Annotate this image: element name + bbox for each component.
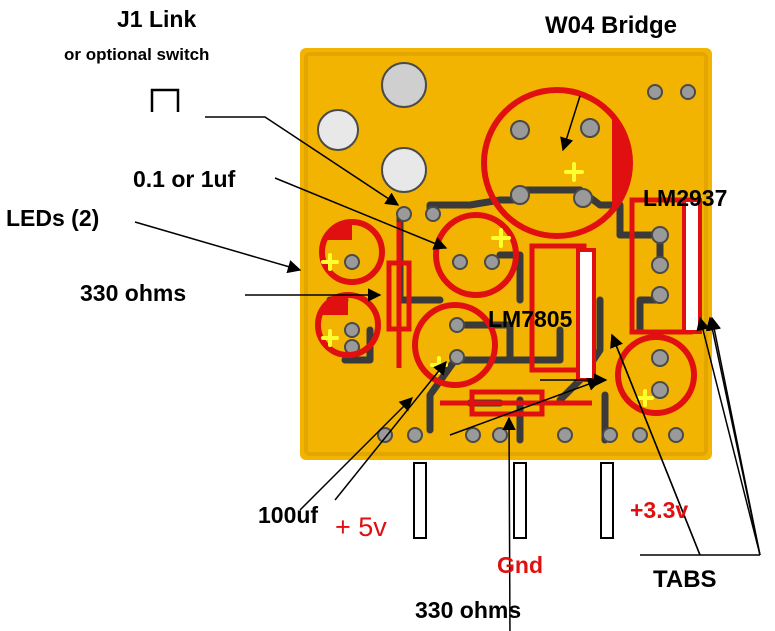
pcb-board-shade [304,52,708,456]
label-plus-3v3: +3.3v [630,497,689,523]
label-leds: LEDs (2) [6,205,100,231]
label-j1-sub: or optional switch [64,45,210,64]
resistor-top-outline [386,260,412,332]
pin-gnd [513,462,527,539]
pin-5v [413,462,427,539]
label-cap-small: 0.1 or 1uf [133,166,236,192]
label-resistor-top: 330 ohms [80,280,187,306]
lm7805-tab [576,248,596,382]
pin-3v3 [600,462,614,539]
cap-out-outline [615,334,697,416]
cap-100uf-outline [412,302,498,388]
lm2937-tab [682,198,702,334]
label-lm2937: LM2937 [643,185,728,211]
label-100uf: 100uf [258,502,319,528]
label-lm7805: LM7805 [488,306,573,332]
output-pins [413,462,614,539]
label-resistor-bottom: 330 ohms [415,597,522,623]
w04-bridge-outline [481,87,633,239]
label-w04-bridge: W04 Bridge [545,12,678,39]
label-gnd: Gnd [497,552,543,578]
label-j1-link: J1 Link [117,6,197,32]
component-outlines [315,87,702,417]
pcb-pads [317,62,696,443]
cap-small-outline [433,212,519,298]
j1-link-symbol [150,88,180,112]
label-tabs: TABS [653,566,717,593]
label-plus-5v: + 5v [335,512,387,542]
